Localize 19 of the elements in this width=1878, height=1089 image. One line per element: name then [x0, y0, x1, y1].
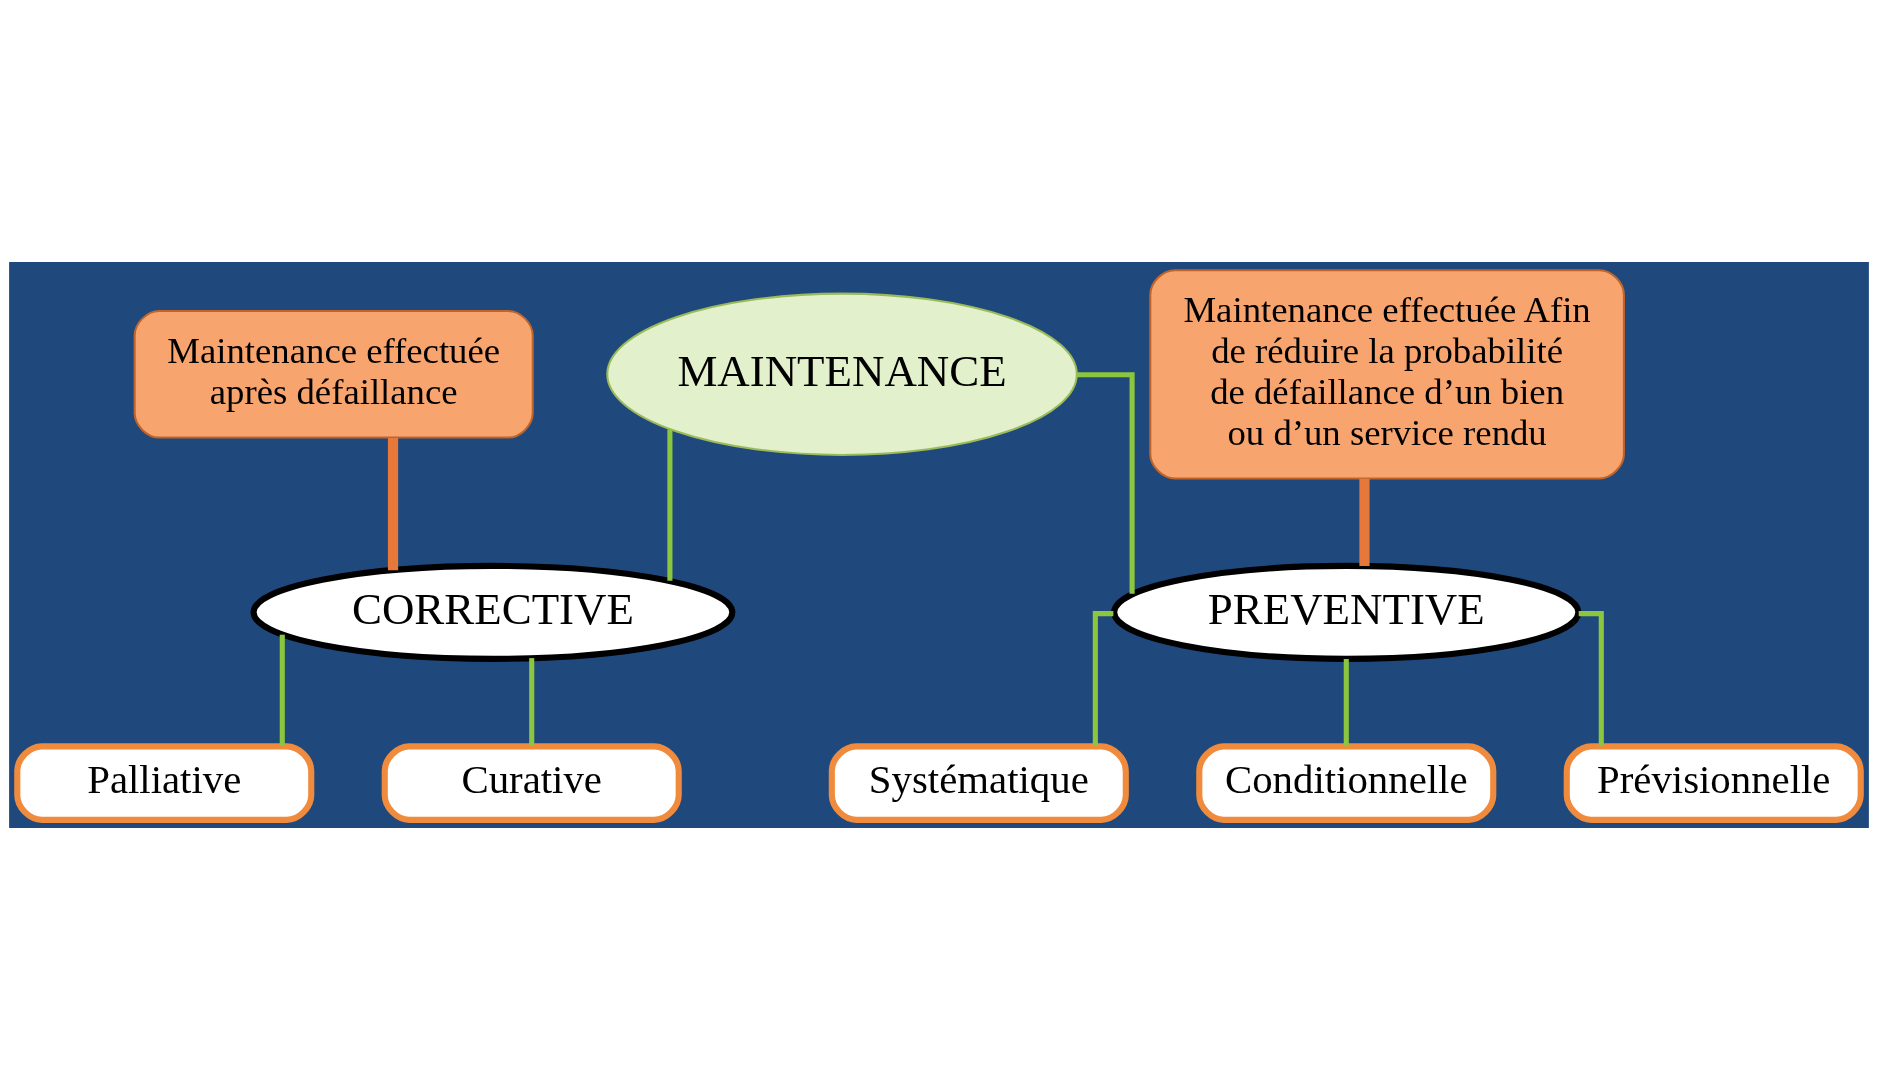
node-box: Prévisionnelle: [1563, 742, 1864, 823]
node-box: Systématique: [828, 742, 1129, 823]
node-box: Palliative: [14, 742, 315, 823]
connector: [1343, 658, 1349, 746]
node-ellipse: CORRECTIVE: [250, 562, 736, 662]
node-box: Conditionnelle: [1196, 742, 1497, 823]
connector: [1578, 610, 1604, 746]
connector: [1359, 478, 1370, 566]
connector: [387, 437, 399, 570]
node-ellipse: MAINTENANCE: [606, 292, 1078, 456]
connector: [529, 657, 535, 746]
node-ellipse: PREVENTIVE: [1111, 562, 1582, 662]
connector: [1076, 371, 1135, 594]
connector: [279, 634, 285, 746]
connector: [667, 429, 673, 581]
connector: [1092, 610, 1114, 746]
node-box: Curative: [381, 742, 682, 823]
node-box: Maintenance effectuée Afin de réduire la probabilité de défaillance d’un bien ou d’un service rendu: [1149, 268, 1625, 479]
node-box: Maintenance effectuée après défaillance: [133, 309, 534, 439]
